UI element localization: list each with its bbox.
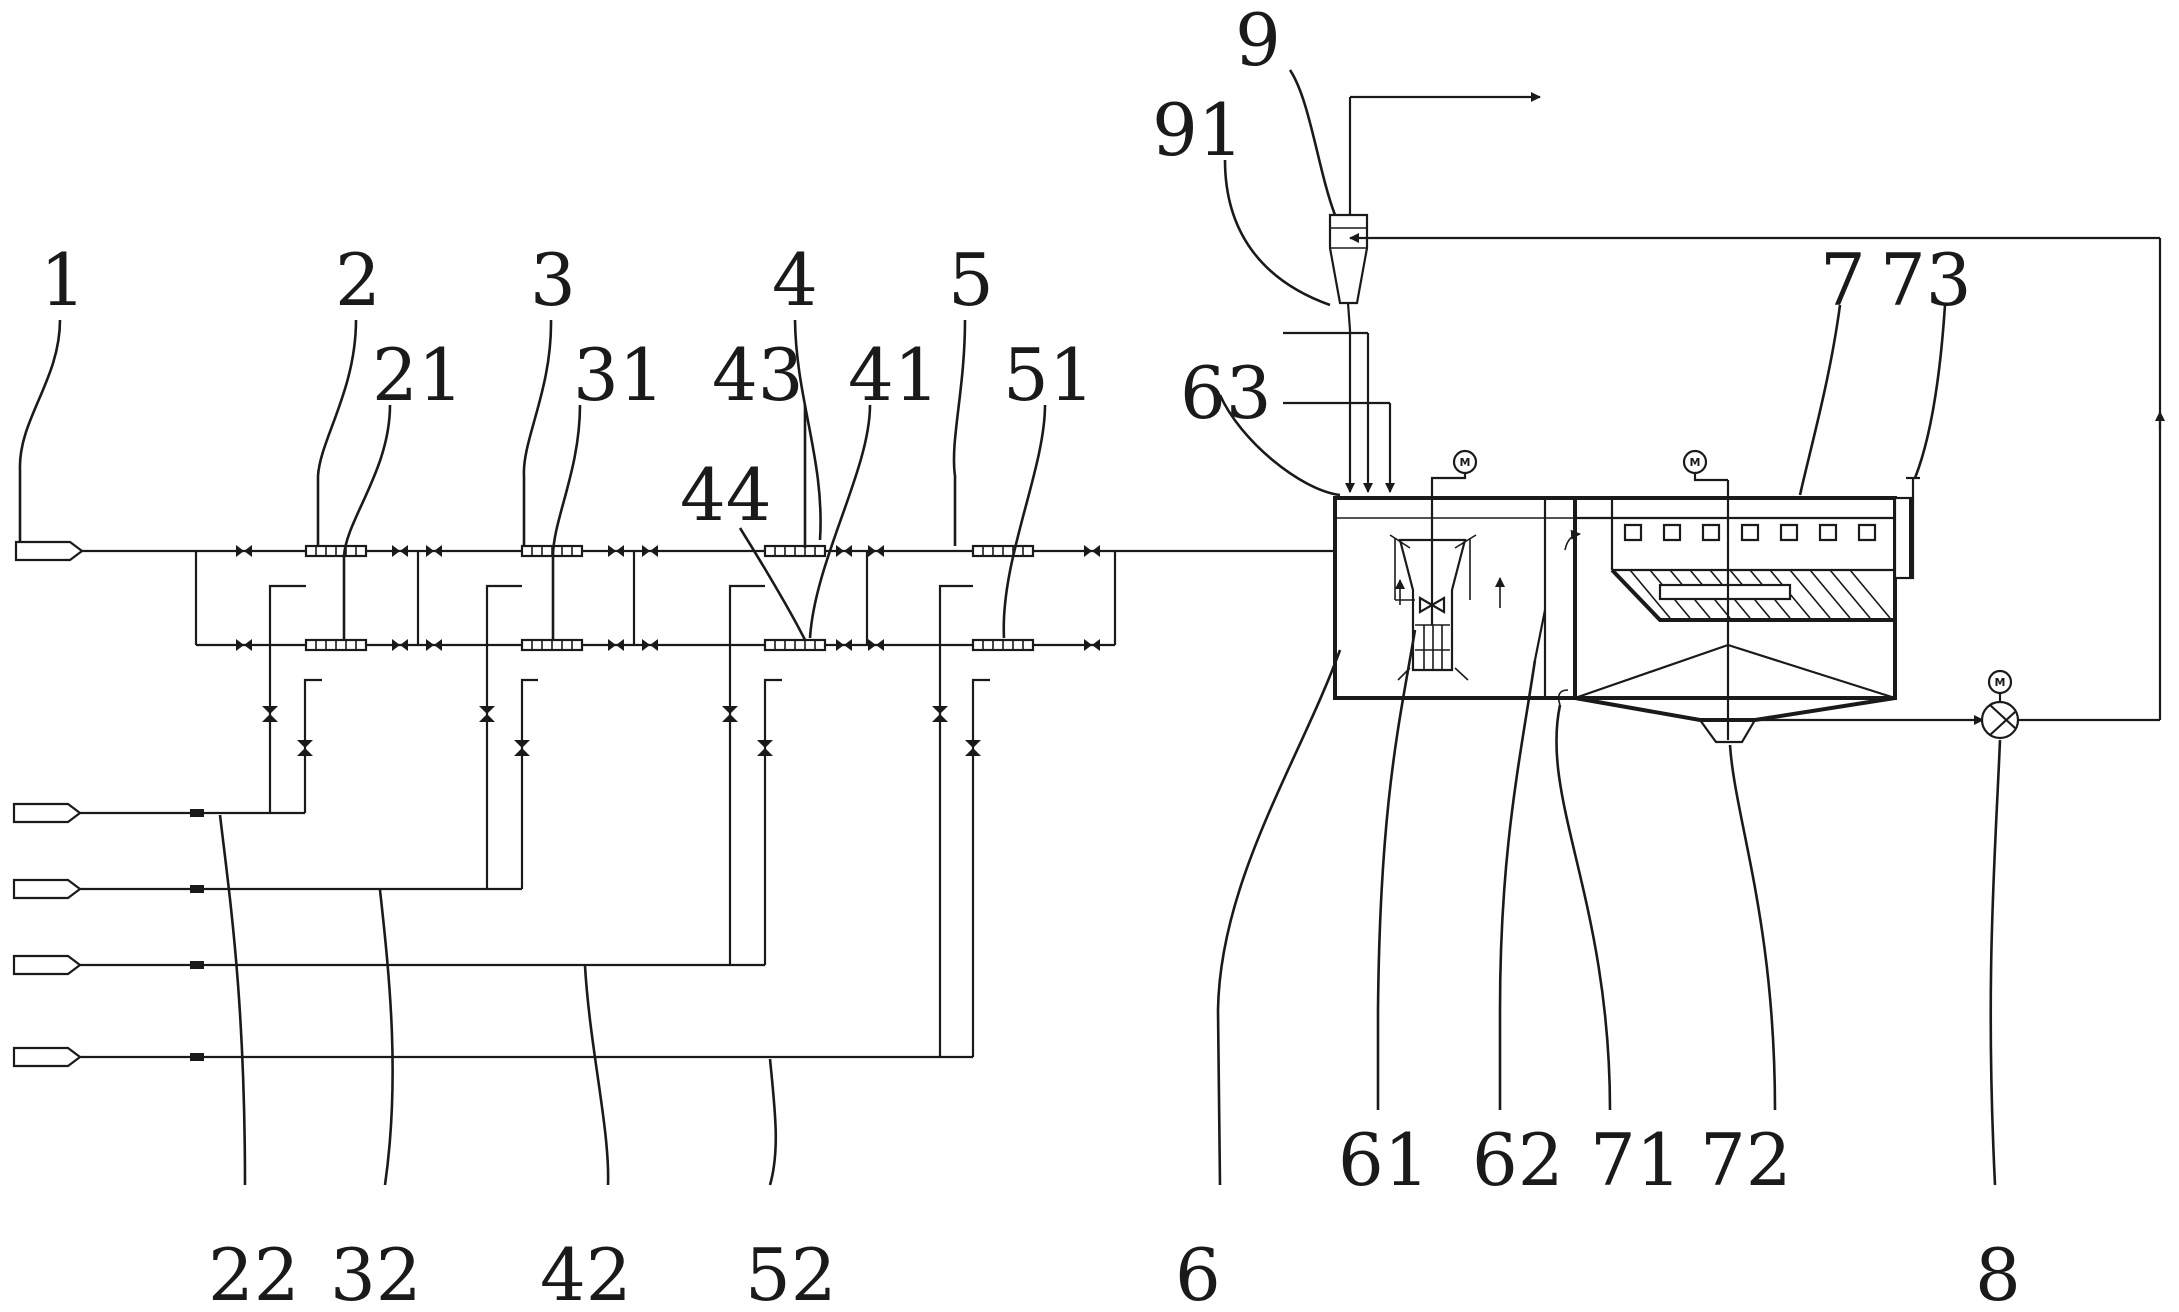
label-41: 41: [848, 333, 940, 417]
pipe-valves: [236, 545, 1100, 651]
label-72: 72: [1700, 1118, 1792, 1202]
settling-tank: M: [1557, 449, 1897, 744]
pump-motor-mark: M: [1995, 676, 2006, 689]
label-43: 43: [712, 333, 804, 417]
mixer-2: [304, 544, 368, 558]
label-2: 2: [335, 238, 381, 322]
label-21: 21: [372, 333, 464, 417]
label-52: 52: [745, 1233, 837, 1312]
inlet-nozzle-32: [12, 878, 82, 900]
label-6: 6: [1175, 1233, 1221, 1312]
hydrocyclone: [1328, 92, 1541, 331]
main-inlet-nozzle: [14, 540, 84, 562]
label-8: 8: [1975, 1233, 2021, 1312]
mixer-51: [971, 638, 1035, 652]
reaction-tank: M: [1333, 449, 1577, 700]
label-4: 4: [772, 238, 818, 322]
label-51: 51: [1003, 333, 1095, 417]
label-63: 63: [1180, 351, 1272, 435]
label-91: 91: [1152, 88, 1244, 172]
feed-line-42: [80, 584, 782, 969]
mixer-31: [520, 638, 584, 652]
inlet-nozzle-22: [12, 802, 82, 824]
launders: [1623, 523, 1877, 542]
dosing-lines: [1283, 330, 1395, 493]
mixer-4: [763, 544, 827, 558]
label-44: 44: [680, 453, 772, 537]
label-22: 22: [208, 1233, 300, 1312]
feed-line-32: [80, 584, 538, 893]
sludge-pump: M: [1980, 669, 2020, 740]
reference-labels: 1 2 21 3 31 4 43 41 44 5 51 63 9 91 7 73…: [40, 0, 2021, 1312]
label-71: 71: [1590, 1118, 1682, 1202]
settler-motor-mark: M: [1690, 456, 1701, 469]
label-9: 9: [1235, 0, 1281, 82]
label-61: 61: [1338, 1118, 1430, 1202]
agitator-motor-mark: M: [1460, 456, 1471, 469]
mixer-21: [304, 638, 368, 652]
leader-lines: [18, 69, 2002, 1186]
mixer-41: [763, 638, 827, 652]
feed-line-52: [80, 584, 990, 1061]
label-5: 5: [948, 238, 994, 322]
label-31: 31: [573, 333, 665, 417]
inlet-nozzle-42: [12, 954, 82, 976]
inlet-nozzle-52: [12, 1046, 82, 1068]
label-62: 62: [1472, 1118, 1564, 1202]
label-7: 7: [1820, 238, 1866, 322]
feed-valves: [262, 706, 981, 756]
label-32: 32: [330, 1233, 422, 1312]
sludge-recycle-line: [1349, 233, 2165, 725]
feed-line-22: [80, 584, 322, 817]
label-3: 3: [530, 238, 576, 322]
label-73: 73: [1880, 238, 1972, 322]
mixer-5: [971, 544, 1035, 558]
label-1: 1: [40, 238, 86, 322]
outlet-weir: [1893, 476, 1920, 580]
label-42: 42: [540, 1233, 632, 1312]
